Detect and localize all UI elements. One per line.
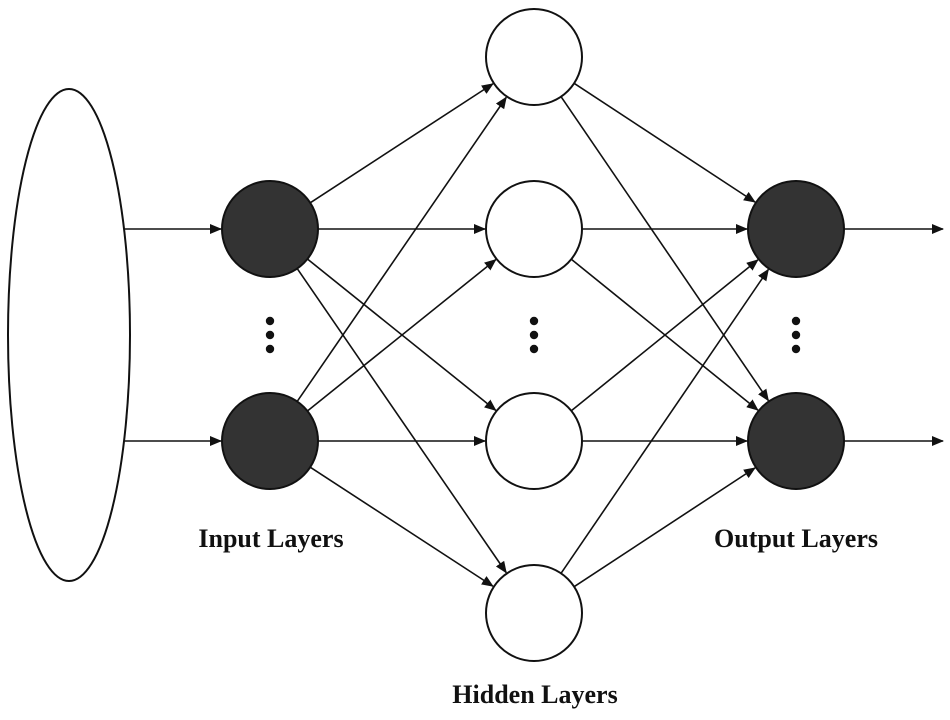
output-layers-label: Output Layers	[714, 524, 878, 553]
hidden-node-2	[485, 180, 583, 278]
input-1-to-hidden-1-arrow	[309, 83, 494, 204]
input-ellipse	[7, 88, 131, 582]
hidden-1-to-output-2-arrow	[560, 96, 770, 402]
hidden-4-to-output-1-arrow	[560, 268, 770, 574]
hidden-node-1	[485, 8, 583, 106]
output-ellipsis-dot-1	[791, 316, 801, 326]
hidden-ellipsis-dot-3	[529, 344, 539, 354]
hidden-4-to-output-2-arrow	[573, 467, 756, 588]
input-layers-label: Input Layers	[198, 524, 344, 553]
hidden-node-4	[485, 564, 583, 662]
hidden-ellipsis-dot-1	[529, 316, 539, 326]
hidden-ellipsis-dot-2	[529, 330, 539, 340]
input-node-1	[221, 180, 319, 278]
input-ellipsis-dot-2	[265, 330, 275, 340]
hidden-node-3	[485, 392, 583, 490]
output-ellipsis-dot-2	[791, 330, 801, 340]
output-node-1	[747, 180, 845, 278]
output-node-2	[747, 392, 845, 490]
input-2-to-hidden-4-arrow	[309, 466, 494, 587]
input-ellipsis-dot-1	[265, 316, 275, 326]
input-2-to-hidden-2-arrow	[306, 259, 497, 412]
output-ellipsis-dot-3	[791, 344, 801, 354]
hidden-1-to-output-1-arrow	[573, 82, 756, 203]
input-node-2	[221, 392, 319, 490]
input-1-to-hidden-4-arrow	[296, 268, 507, 574]
connections	[122, 82, 944, 588]
input-ellipsis-dot-3	[265, 344, 275, 354]
hidden-3-to-output-1-arrow	[570, 259, 759, 412]
nodes	[7, 8, 845, 662]
input-2-to-hidden-1-arrow	[296, 96, 507, 402]
hidden-layers-label: Hidden Layers	[452, 680, 618, 709]
